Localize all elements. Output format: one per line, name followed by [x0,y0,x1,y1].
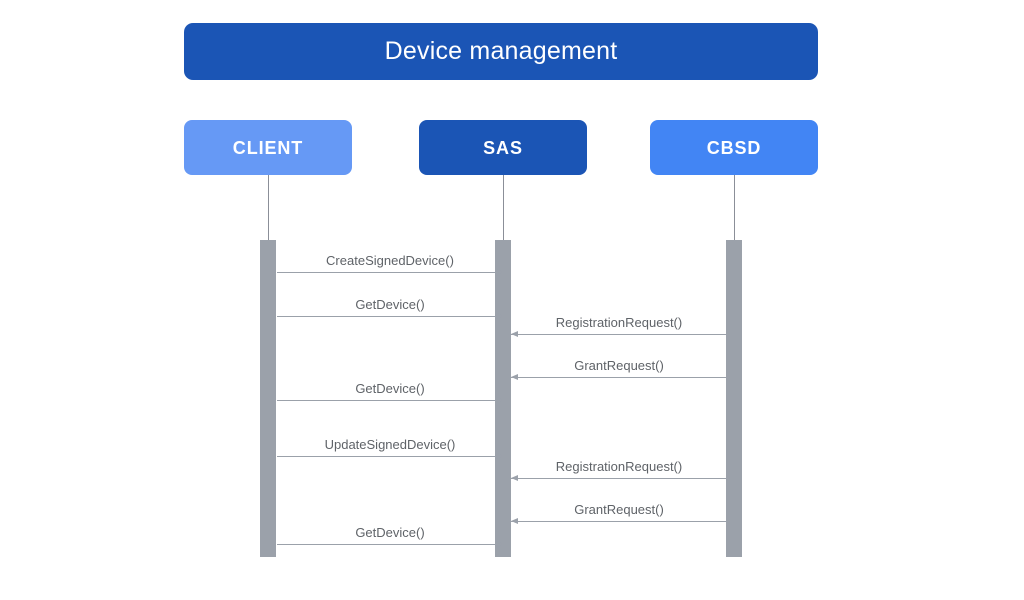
participant-label: CLIENT [232,137,304,158]
message-label: RegistrationRequest() [555,315,683,330]
message-cbsd-to-sas[interactable]: RegistrationRequest() [511,460,727,481]
message-client-to-sas[interactable]: GetDevice() [277,298,503,319]
message-line [511,521,727,522]
message-line [511,377,727,378]
lifeline-cbsd [734,175,735,241]
message-label: GetDevice() [355,381,425,396]
arrow-head-icon [511,373,518,380]
message-cbsd-to-sas[interactable]: GrantRequest() [511,359,727,380]
message-label: UpdateSignedDevice() [324,437,456,452]
message-line [277,400,503,401]
participant-box-cbsd[interactable]: CBSD [650,120,818,175]
participant-label: CBSD [706,137,762,158]
message-client-to-sas[interactable]: GetDevice() [277,526,503,547]
arrow-head-icon [496,540,503,547]
lifeline-sas [503,175,504,241]
arrow-head-icon [496,268,503,275]
lifeline-client [268,175,269,241]
message-cbsd-to-sas[interactable]: GrantRequest() [511,503,727,524]
message-label: RegistrationRequest() [555,459,683,474]
arrow-head-icon [511,517,518,524]
message-client-to-sas[interactable]: UpdateSignedDevice() [277,438,503,459]
participant-box-client[interactable]: CLIENT [184,120,352,175]
arrow-head-icon [496,396,503,403]
arrow-head-icon [496,452,503,459]
activation-bar-sas [495,240,511,557]
participant-label: SAS [483,137,523,158]
message-line [277,272,503,273]
message-line [511,478,727,479]
page-title: Device management [384,37,618,65]
participant-box-sas[interactable]: SAS [419,120,587,175]
arrow-head-icon [511,330,518,337]
message-line [277,544,503,545]
message-label: GrantRequest() [574,358,664,373]
diagram-title-banner: Device management [184,23,818,80]
message-client-to-sas[interactable]: GetDevice() [277,382,503,403]
message-label: GrantRequest() [574,502,664,517]
message-line [277,456,503,457]
message-line [511,334,727,335]
activation-bar-client [260,240,276,557]
message-client-to-sas[interactable]: CreateSignedDevice() [277,254,503,275]
message-line [277,316,503,317]
message-label: GetDevice() [355,525,425,540]
arrow-head-icon [511,474,518,481]
activation-bar-cbsd [726,240,742,557]
message-label: GetDevice() [355,297,425,312]
arrow-head-icon [496,312,503,319]
message-cbsd-to-sas[interactable]: RegistrationRequest() [511,316,727,337]
message-label: CreateSignedDevice() [326,253,454,268]
